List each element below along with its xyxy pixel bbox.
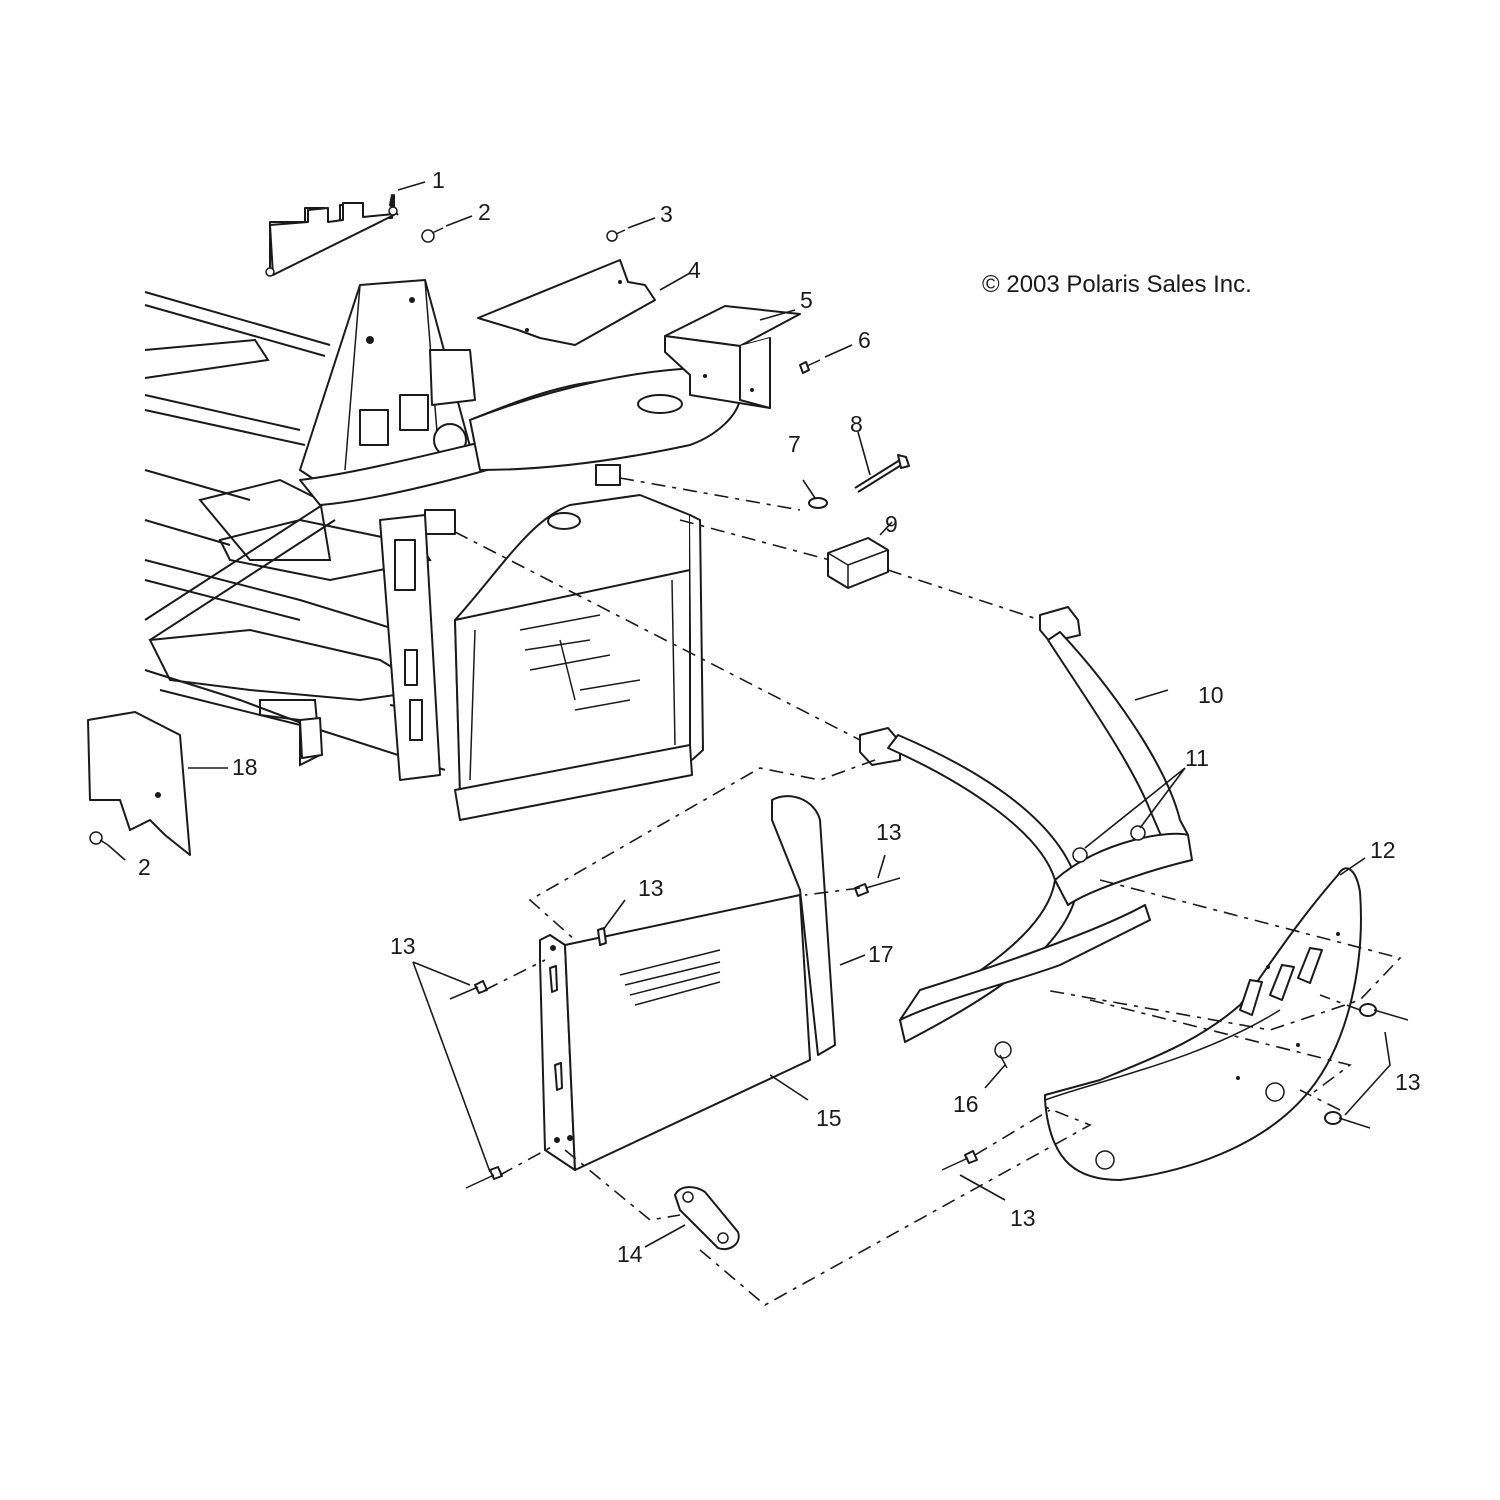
part-17-deflector bbox=[771, 795, 866, 1056]
copyright-notice: © 2003 Polaris Sales Inc. bbox=[982, 271, 1252, 298]
callout-labels: 1 2 3 4 5 6 7 8 9 10 11 12 13 13 13 13 1… bbox=[138, 167, 1421, 1267]
part-7-washer bbox=[802, 479, 828, 509]
assembly-lines bbox=[454, 477, 1402, 1306]
part-13-rivets bbox=[412, 854, 1409, 1201]
callout-14: 14 bbox=[617, 1241, 643, 1267]
part-12-skid-plate bbox=[1044, 857, 1366, 1181]
callout-13-lower: 13 bbox=[1010, 1205, 1036, 1231]
callout-8: 8 bbox=[850, 411, 863, 437]
callout-5: 5 bbox=[800, 287, 813, 313]
callout-1: 1 bbox=[432, 167, 445, 193]
part-2-rivet-lower bbox=[89, 831, 126, 861]
part-15-side-panel bbox=[539, 894, 811, 1171]
part-9-rubber-mount bbox=[827, 521, 893, 589]
callout-15: 15 bbox=[816, 1105, 842, 1131]
part-18-mud-flap bbox=[87, 711, 228, 856]
callout-9: 9 bbox=[885, 511, 898, 537]
part-4-plate bbox=[477, 259, 691, 346]
part-8-long-bolt bbox=[854, 431, 910, 493]
part-5-bracket-shield bbox=[664, 305, 801, 409]
callout-4: 4 bbox=[688, 257, 701, 283]
callout-2-lower: 2 bbox=[138, 854, 151, 880]
callout-10: 10 bbox=[1198, 682, 1224, 708]
callout-6: 6 bbox=[858, 327, 871, 353]
callout-12: 12 bbox=[1370, 837, 1396, 863]
part-3-screw bbox=[606, 217, 656, 242]
part-10-bumper bbox=[859, 606, 1193, 1043]
callout-13-right: 13 bbox=[1395, 1069, 1421, 1095]
callout-2-top: 2 bbox=[478, 199, 491, 225]
chassis-frame bbox=[144, 279, 742, 781]
callout-13-left: 13 bbox=[390, 933, 416, 959]
part-14-bracket bbox=[644, 1186, 740, 1251]
callout-13-upper-right: 13 bbox=[876, 819, 902, 845]
callout-11: 11 bbox=[1185, 745, 1209, 771]
callout-7: 7 bbox=[788, 431, 801, 457]
callout-17: 17 bbox=[868, 941, 894, 967]
part-16-bolt bbox=[984, 1041, 1012, 1089]
part-11-leader bbox=[1084, 767, 1186, 849]
part-1-heat-shield bbox=[265, 181, 426, 277]
part-6-bolt bbox=[799, 344, 853, 374]
callout-16: 16 bbox=[953, 1091, 979, 1117]
callout-13-upper-center: 13 bbox=[638, 875, 664, 901]
callout-18: 18 bbox=[232, 754, 258, 780]
radiator-assembly bbox=[454, 494, 704, 821]
callout-3: 3 bbox=[660, 201, 673, 227]
part-2-rivet-top bbox=[421, 215, 473, 243]
